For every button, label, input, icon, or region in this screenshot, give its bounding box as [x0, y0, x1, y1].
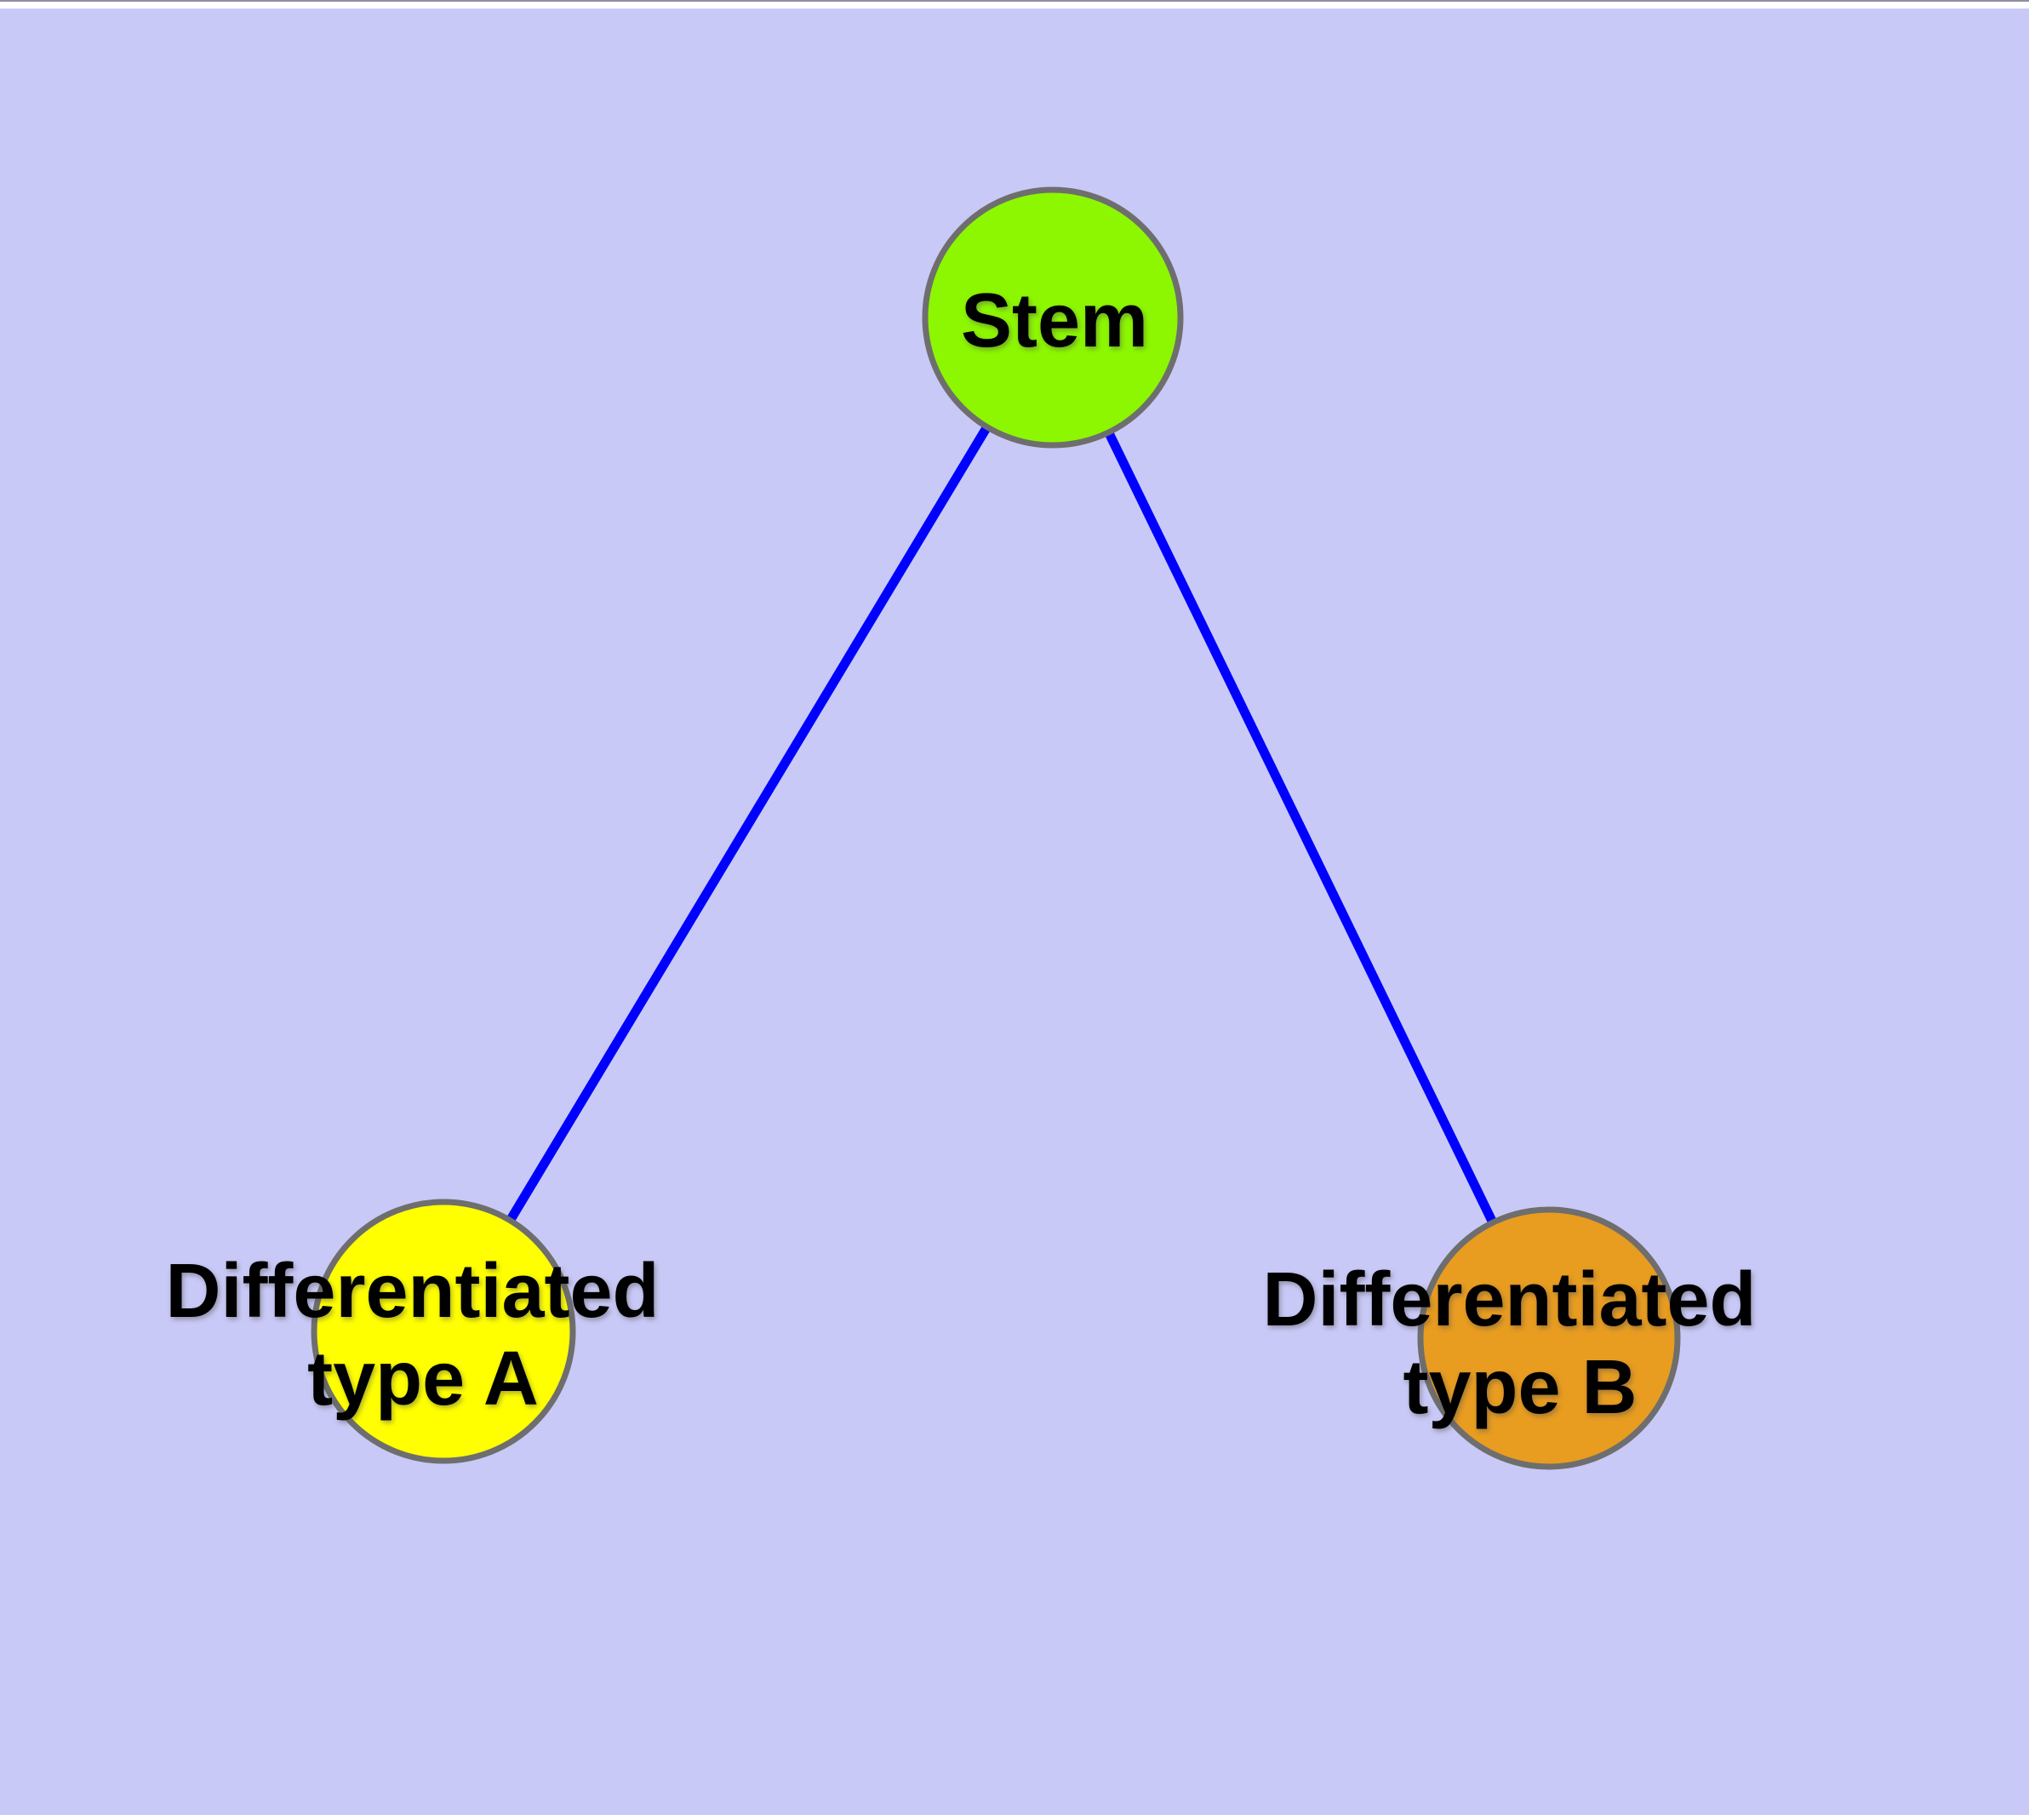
- node-label-type-b: Differentiated type B: [1262, 1257, 1777, 1430]
- node-label-type-a-line-2: type A: [307, 1336, 539, 1422]
- node-label-type-a: Differentiated type A: [165, 1249, 680, 1422]
- edge-stem-to-type-a: [439, 315, 1057, 1334]
- edge-stem-to-type-b: [1049, 315, 1553, 1341]
- node-differentiated-type-b: [1417, 1206, 1681, 1470]
- node-label-stem: Stem: [961, 278, 1148, 363]
- window-bottom-edge: [0, 1815, 2029, 1820]
- node-stem: [922, 186, 1184, 449]
- node-label-type-b-line-1: Differentiated: [1262, 1257, 1756, 1342]
- node-label-type-b-line-2: type B: [1403, 1345, 1637, 1430]
- window-top-edge: [0, 0, 2029, 9]
- node-label-type-a-line-1: Differentiated: [165, 1249, 659, 1334]
- node-label-stem-line-1: Stem: [961, 278, 1148, 363]
- node-differentiated-type-a: [311, 1199, 576, 1464]
